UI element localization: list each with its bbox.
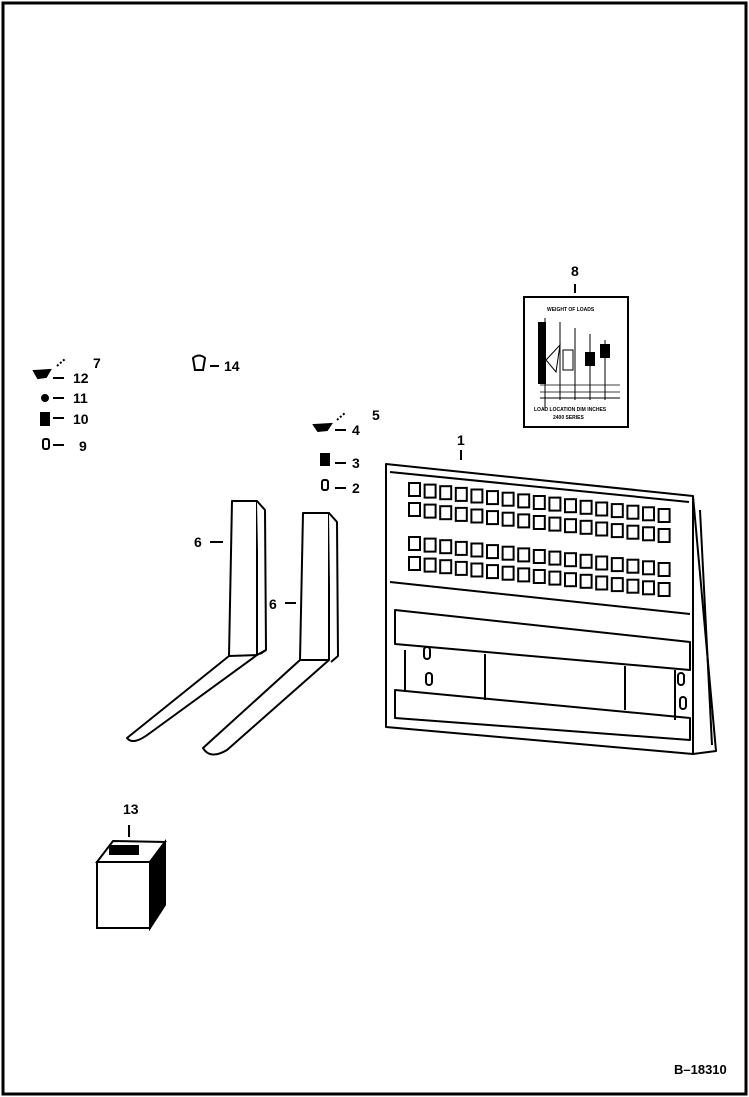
backrest-window — [564, 498, 577, 514]
backrest-window-grid — [408, 482, 671, 597]
backrest-window — [595, 521, 609, 537]
backrest-window — [408, 536, 421, 551]
callout-5: 5 — [372, 407, 380, 423]
backrest-window — [454, 560, 468, 576]
backrest-window — [501, 511, 515, 527]
backrest-window — [486, 564, 499, 580]
callout-4: 4 — [352, 422, 360, 438]
backrest-window — [657, 508, 671, 523]
backrest-window — [501, 545, 515, 561]
backrest-window — [610, 557, 624, 573]
backrest-window — [626, 578, 640, 594]
backrest-window — [579, 553, 593, 569]
backrest-window — [501, 565, 515, 581]
backrest-window — [595, 501, 609, 517]
backrest-window — [626, 558, 640, 574]
backrest-window — [423, 557, 437, 573]
callout-11: 11 — [73, 390, 88, 406]
callout-labels: 1 2 3 4 5 6 6 7 8 9 10 11 12 13 14 — [73, 263, 579, 817]
backrest-window — [532, 495, 546, 510]
callout-7: 7 — [93, 355, 101, 371]
plug-part — [191, 354, 207, 371]
manual-box — [94, 839, 167, 932]
backrest-window — [657, 582, 671, 597]
callout-2: 2 — [352, 480, 360, 496]
backrest-window — [486, 544, 499, 560]
backrest-window — [532, 515, 546, 530]
backrest-window — [564, 552, 577, 568]
backrest-window — [642, 560, 655, 576]
decal-line2: LOAD LOCATION DIM INCHES — [534, 407, 607, 413]
fork-tine-left — [126, 500, 267, 743]
backrest-window — [486, 490, 499, 506]
backrest-window — [642, 580, 655, 596]
callout-8: 8 — [571, 263, 579, 279]
backrest-window — [548, 550, 562, 566]
backrest-window — [517, 513, 531, 529]
callout-9: 9 — [79, 438, 87, 454]
backrest-window — [564, 518, 577, 534]
callout-13: 13 — [123, 801, 139, 817]
leader-lines — [53, 284, 576, 837]
callout-10: 10 — [73, 411, 89, 427]
pin-assembly-right — [312, 412, 346, 491]
backrest-window — [470, 562, 484, 578]
backrest-window — [595, 575, 609, 591]
backrest-window — [532, 549, 546, 564]
backrest-window — [470, 488, 484, 504]
callout-6-left: 6 — [194, 534, 202, 550]
backrest-window — [408, 556, 421, 571]
backrest-window — [610, 503, 624, 519]
backrest-window — [439, 539, 453, 555]
figure-id: B–18310 — [674, 1062, 727, 1077]
backrest-window — [486, 510, 499, 526]
backrest-window — [439, 505, 453, 521]
backrest-window — [564, 572, 577, 588]
backrest-window — [454, 486, 468, 502]
backrest-window — [642, 506, 655, 522]
backrest-window — [548, 516, 562, 532]
backrest-window — [470, 542, 484, 558]
callout-6-right: 6 — [269, 596, 277, 612]
fork-tine-right — [202, 512, 339, 756]
callout-12: 12 — [73, 370, 89, 386]
decal-line3: 2400 SERIES — [553, 415, 585, 421]
backrest-window — [517, 547, 531, 563]
backrest-window — [517, 493, 531, 509]
backrest-window — [642, 526, 655, 542]
callout-3: 3 — [352, 455, 360, 471]
backrest-window — [548, 570, 562, 586]
backrest-window — [548, 496, 562, 512]
backrest-window — [579, 519, 593, 535]
backrest-window — [532, 569, 546, 584]
backrest-window — [626, 504, 640, 520]
backrest-window — [439, 559, 453, 575]
backrest-window — [454, 506, 468, 522]
backrest-window — [408, 502, 421, 517]
backrest-window — [423, 483, 437, 499]
backrest-window — [517, 567, 531, 583]
backrest-window — [423, 503, 437, 519]
backrest-window — [579, 573, 593, 589]
callout-1: 1 — [457, 432, 465, 448]
pin-assembly-left — [32, 358, 66, 450]
backrest-window — [501, 491, 515, 507]
backrest-window — [610, 523, 624, 539]
backrest-window — [595, 555, 609, 571]
backrest-window — [439, 485, 453, 501]
backrest-window — [423, 537, 437, 553]
backrest-window — [579, 499, 593, 515]
backrest-window — [657, 528, 671, 543]
backrest-window — [657, 562, 671, 577]
backrest-window — [454, 540, 468, 556]
backrest-window — [626, 524, 640, 540]
backrest-window — [408, 482, 421, 497]
decal-line1: WEIGHT OF LOADS — [547, 307, 595, 313]
backrest-window — [610, 577, 624, 593]
backrest-window — [470, 508, 484, 524]
decal-load-chart: WEIGHT OF LOADS LOAD LOCATION DIM INCHES… — [523, 296, 629, 428]
callout-14: 14 — [224, 358, 240, 374]
